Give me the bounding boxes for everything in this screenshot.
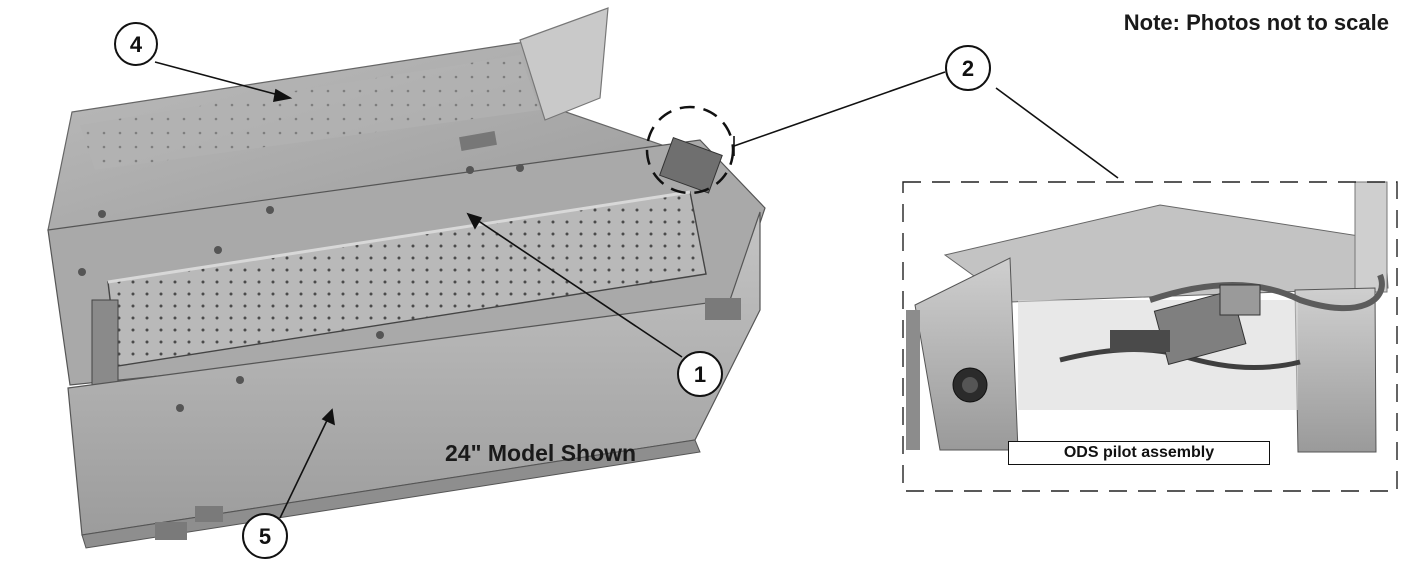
leader-1-arrow (466, 212, 483, 230)
foot-mid (195, 506, 223, 522)
burner-assembly-photo (47, 7, 766, 549)
inset-wiring (1110, 330, 1170, 352)
inset-right-wall (1354, 181, 1388, 293)
callout-1: 1 (677, 351, 723, 397)
leader-5 (279, 409, 333, 519)
back-perforated-strip (80, 55, 540, 170)
front-lower-lip (81, 439, 701, 549)
inset-pilot-tube (1149, 273, 1385, 312)
leader-4 (154, 61, 291, 99)
back-clip (459, 130, 497, 152)
leader-2-inset (995, 87, 1119, 179)
leader-1 (467, 213, 683, 358)
pilot-highlight-circle (645, 105, 735, 195)
scale-note: Note: Photos not to scale (1123, 10, 1389, 35)
leader-4-arrow (273, 88, 293, 103)
inset-right-panel (1294, 287, 1377, 453)
left-end-bracket (91, 299, 119, 391)
inset-frame (902, 181, 1398, 492)
inset-knob-center (962, 377, 978, 393)
callout-2: 2 (945, 45, 991, 91)
callout-5-label: 5 (259, 524, 271, 549)
foot-left (155, 522, 187, 540)
inset-photo (906, 181, 1389, 453)
inset-left-edge (906, 310, 920, 450)
leader-2-circle (733, 71, 946, 147)
callout-1-label: 1 (694, 362, 706, 387)
burner-tube-highlight (107, 190, 691, 284)
model-label: 24" Model Shown (445, 440, 637, 466)
pilot-connector (659, 137, 723, 194)
callout-4-label: 4 (130, 32, 143, 57)
callout-5: 5 (242, 513, 288, 559)
inset-left-panel (914, 257, 1019, 451)
inset-caption: ODS pilot assembly (1008, 441, 1270, 465)
callout-2-label: 2 (962, 56, 974, 81)
callout-4: 4 (114, 22, 158, 66)
screws (78, 164, 524, 412)
leader-lines (154, 61, 1119, 519)
foot-right (705, 298, 741, 320)
inset-pilot-head (1219, 284, 1261, 316)
leader-5-arrow (321, 408, 335, 426)
right-side-panel (519, 7, 609, 121)
